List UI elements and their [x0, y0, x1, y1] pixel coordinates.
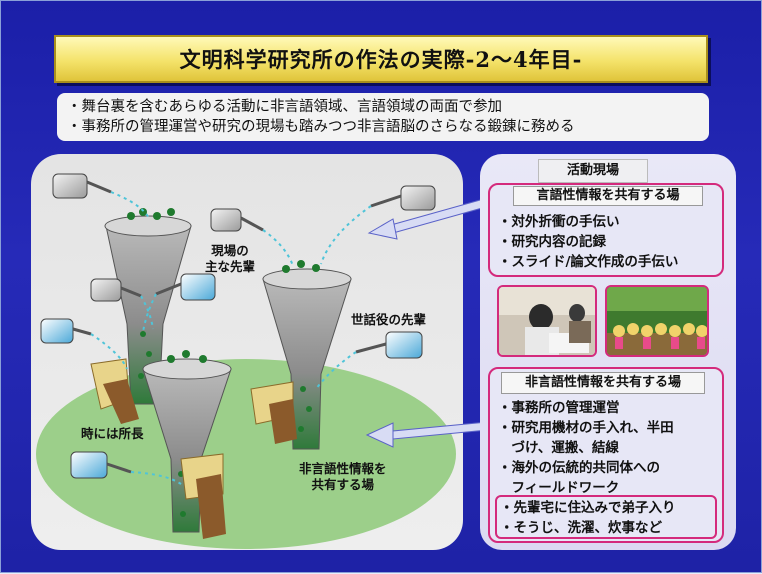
list-item: ・海外の伝統的共同体への	[498, 460, 660, 476]
ground-ellipse	[36, 359, 456, 549]
list-item: ・研究用機材の手入れ、半田	[498, 420, 674, 436]
watering-can-icon	[90, 278, 142, 302]
nonverbal-list: ・事務所の管理運営 ・研究用機材の手入れ、半田 づけ、運搬、結線 ・海外の伝統的…	[498, 398, 674, 498]
arrow-nonverbal	[365, 420, 499, 448]
label-caretaker: 世話役の先輩	[351, 312, 427, 327]
mentorship-diagram	[36, 173, 456, 549]
list-item: ・スライド/論文作成の手伝い	[498, 254, 679, 270]
nonverbal-box	[488, 367, 724, 543]
verbal-box-title: 言語性情報を共有する場	[513, 186, 703, 206]
list-item: ・対外折衝の手伝い	[498, 214, 620, 230]
summary-bullet: ・舞台裏を含むあらゆる活動に非言語領域、言語領域の両面で参加	[67, 99, 502, 115]
apprentice-highlight-box: ・先輩宅に住込みで弟子入り ・そうじ、洗濯、炊事など	[495, 495, 717, 539]
verbal-list: ・対外折衝の手伝い ・研究内容の記録 ・スライド/論文作成の手伝い	[498, 212, 678, 272]
list-item: ・研究内容の記録	[498, 234, 606, 250]
stump-front	[180, 453, 226, 539]
list-item: づけ、運搬、結線	[498, 440, 619, 456]
summary-bullets: ・舞台裏を含むあらゆる活動に非言語領域、言語領域の両面で参加 ・事務所の管理運営…	[57, 93, 709, 141]
watering-can-icon	[210, 208, 264, 232]
label-main-senior: 現場の 主な先輩	[205, 243, 256, 274]
list-item: フィールドワーク	[498, 480, 620, 496]
funnel-front	[142, 358, 232, 533]
list-item: ・先輩宅に住込みで弟子入り	[500, 500, 676, 516]
label-director: 時には所長	[81, 426, 144, 441]
sprouts	[127, 208, 320, 517]
label-nonverbal-place: 非言語性情報を 共有する場	[299, 461, 387, 492]
summary-bullet: ・事務所の管理運営や研究の現場も踏みつつ非言語脳のさらなる鍛錬に務める	[67, 119, 575, 135]
watering-can-icon	[355, 331, 423, 359]
watering-can-icon	[52, 173, 112, 199]
watering-can-icon	[70, 451, 132, 479]
funnel-right	[262, 268, 352, 450]
page-title: 文明科学研究所の作法の実際-2〜4年目-	[54, 35, 708, 83]
stump-left	[90, 358, 139, 424]
diagram-panel: 現場の 主な先輩 世話役の先輩 時には所長 非言語性情報を 共有する場	[31, 154, 463, 550]
watering-can-icon	[155, 273, 216, 301]
photo-fieldwork	[605, 285, 709, 357]
watering-can-icon	[40, 318, 92, 344]
watering-can-icon	[370, 185, 436, 211]
stump-right	[250, 381, 297, 444]
list-item: ・事務所の管理運営	[498, 400, 620, 416]
photo-lab-work	[497, 285, 597, 357]
nonverbal-box-title: 非言語性情報を共有する場	[501, 372, 705, 394]
list-item: ・そうじ、洗濯、炊事など	[500, 520, 662, 536]
water-streams	[90, 191, 372, 485]
activity-site-header: 活動現場	[538, 159, 648, 183]
